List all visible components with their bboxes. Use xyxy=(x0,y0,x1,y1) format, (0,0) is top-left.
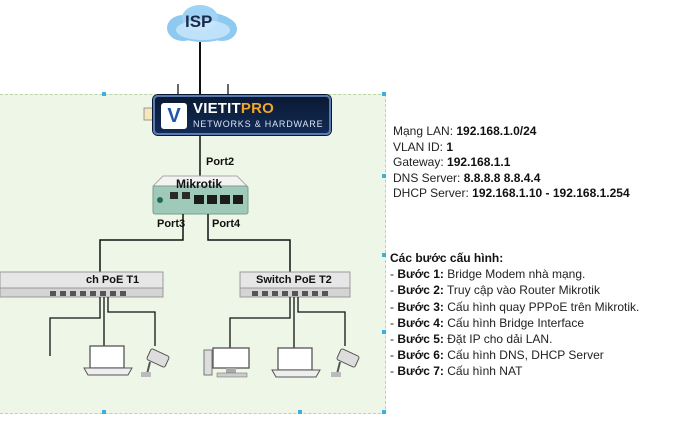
port-right-label: Port4 xyxy=(212,218,241,230)
desktop-icon xyxy=(203,347,250,378)
info-row: DNS Server: 8.8.8.8 8.8.4.4 xyxy=(393,170,541,185)
info-row: VLAN ID: 1 xyxy=(393,139,454,154)
port-uplink-label: Port2 xyxy=(206,156,235,168)
laptop-icon xyxy=(271,347,321,378)
info-row: Mạng LAN: 192.168.1.0/24 xyxy=(393,124,537,138)
laptop-icon xyxy=(83,345,133,376)
step-item: - Bước 7: Cấu hình NAT xyxy=(390,364,523,379)
t1-link-camera xyxy=(107,297,156,346)
step-item: - Bước 4: Cấu hình Bridge Interface xyxy=(390,315,585,330)
steps-title: Các bước cấu hình: xyxy=(390,251,504,265)
brand-name-main: VIETIT xyxy=(193,100,241,117)
switch-t1 xyxy=(0,271,164,298)
step-item: - Bước 6: Cấu hình DNS, DHCP Server xyxy=(390,348,604,363)
router-name: Mikrotik xyxy=(176,177,223,191)
lan-area xyxy=(0,94,386,414)
t2-link-camera xyxy=(297,297,346,346)
step-item: - Bước 5: Đặt IP cho dải LAN. xyxy=(390,332,553,347)
brand-name-accent: PRO xyxy=(240,100,274,117)
t1-link-pc xyxy=(49,297,101,356)
port-left-label: Port3 xyxy=(157,218,186,230)
step-item: - Bước 1: Bridge Modem nhà mạng. xyxy=(390,267,586,282)
config-steps: Các bước cấu hình: - Bước 1: Bridge Mode… xyxy=(390,250,639,380)
switch-t2 xyxy=(239,271,351,298)
info-row: Gateway: 192.168.1.1 xyxy=(393,155,511,169)
brand-box: V VIETITPRO NETWORKS & HARDWARE xyxy=(153,95,331,135)
link-port4 xyxy=(207,214,291,275)
step-item: - Bước 2: Truy cập vào Router Mikrotik xyxy=(390,283,600,298)
info-row: DHCP Server: 192.168.1.10 - 192.168.1.25… xyxy=(393,186,630,200)
switch-t2-label: Switch PoE T2 xyxy=(256,274,332,286)
isp-label: ISP xyxy=(185,12,213,31)
isp-cloud xyxy=(167,5,237,42)
selection-handles xyxy=(102,92,386,414)
brand-logo-icon: V xyxy=(161,103,187,129)
mikrotik-router xyxy=(151,175,249,215)
step-item: - Bước 3: Cấu hình quay PPPoE trên Mikro… xyxy=(390,299,640,314)
network-info: Mạng LAN: 192.168.1.0/24 VLAN ID: 1 Gate… xyxy=(393,124,630,202)
brand-tagline: NETWORKS & HARDWARE xyxy=(193,119,324,129)
switch-t1-label: ch PoE T1 xyxy=(86,274,140,286)
link-port3 xyxy=(99,214,184,275)
brand-name: VIETITPRO xyxy=(193,100,274,117)
t2-link-pc xyxy=(229,297,291,348)
camera-icon xyxy=(141,348,170,377)
camera-icon xyxy=(331,348,360,377)
